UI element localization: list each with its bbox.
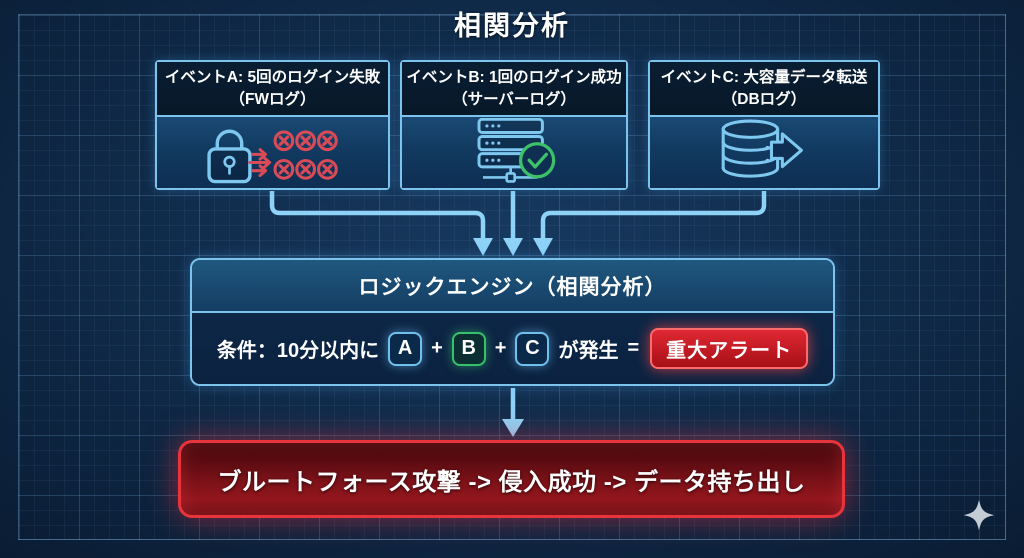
page-title: 相関分析: [454, 11, 570, 41]
sparkle-icon: [963, 499, 995, 531]
condition-suffix: が発生: [558, 340, 619, 362]
event-a-icon-area: [157, 117, 388, 188]
badge-b: B: [451, 331, 486, 366]
plus-sign-1: +: [431, 337, 443, 359]
condition-row: 条件：10分以内に A + B + C が発生 = 重大アラート: [192, 313, 833, 384]
arrowhead-c: [533, 238, 553, 256]
logic-engine-box: ロジックエンジン（相関分析） 条件：10分以内に A + B + C が発生 =…: [190, 258, 835, 386]
event-b-header: イベントB: 1回のログイン成功 （サーバーログ）: [402, 62, 626, 117]
event-a-header: イベントA: 5回のログイン失敗 （FWログ）: [157, 62, 388, 117]
event-c-header: イベントC: 大容量データ転送 （DBログ）: [650, 62, 878, 117]
connector-event-c: [540, 191, 767, 239]
event-c-subtitle: （DBログ）: [721, 90, 807, 108]
event-b-title: イベントB: 1回のログイン成功: [406, 69, 622, 87]
condition-prefix: 条件：10分以内に: [216, 340, 380, 362]
equals-sign: =: [627, 337, 640, 359]
event-b-icon-area: [402, 117, 626, 188]
logic-engine-title: ロジックエンジン（相関分析）: [192, 260, 833, 313]
event-box-a: イベントA: 5回のログイン失敗 （FWログ）: [155, 60, 390, 190]
connector-event-a: [269, 191, 486, 239]
badge-a: A: [388, 331, 423, 366]
event-c-title: イベントC: 大容量データ転送: [660, 69, 868, 87]
plus-sign-2: +: [494, 337, 507, 359]
event-box-c: イベントC: 大容量データ転送 （DBログ）: [648, 60, 880, 190]
arrowhead-result: [502, 419, 524, 437]
event-a-subtitle: （FWログ）: [229, 90, 316, 108]
critical-alert-badge: 重大アラート: [650, 328, 809, 369]
arrowhead-b: [503, 238, 523, 256]
attack-chain-text: ブルートフォース攻撃 -> 侵入成功 -> データ持ち出し: [217, 468, 806, 496]
event-a-title: イベントA: 5回のログイン失敗: [164, 69, 381, 87]
badge-c: C: [515, 331, 550, 366]
event-box-b: イベントB: 1回のログイン成功 （サーバーログ）: [400, 60, 628, 190]
server-login-success-icon: [477, 117, 556, 183]
event-b-subtitle: （サーバーログ）: [452, 90, 576, 108]
arrowhead-a: [473, 238, 493, 256]
event-c-icon-area: [650, 117, 878, 188]
attack-chain-alert-box: ブルートフォース攻撃 -> 侵入成功 -> データ持ち出し: [178, 440, 845, 518]
database-export-icon: [721, 119, 803, 178]
padlock-failed-logins-icon: [206, 129, 338, 183]
